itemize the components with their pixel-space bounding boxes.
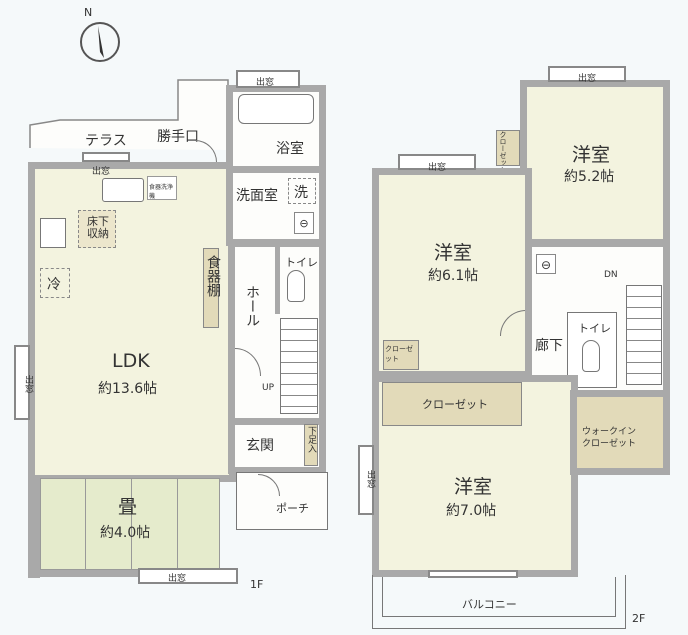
- stairs-down-label: DN: [604, 270, 618, 280]
- walk-in-closet-label: ウォークイン クローゼット: [582, 427, 637, 449]
- dishwasher: [147, 176, 177, 200]
- room-5-2-bay-window-label: 出窓: [578, 74, 597, 84]
- shoe-storage-label: 下足入: [306, 426, 316, 453]
- cupboard: [203, 248, 219, 328]
- washbasin-2f-icon: ⊖: [536, 254, 556, 274]
- toilet-1f-label: トイレ: [285, 256, 318, 269]
- underfloor-storage: [78, 210, 116, 248]
- toilet-1f: [275, 246, 321, 314]
- shoe-storage: [304, 424, 318, 466]
- closet-6-1: [383, 340, 419, 370]
- entrance-label: 玄関: [246, 438, 274, 454]
- room-5-2-bay-window: [548, 66, 626, 82]
- fridge-label: 冷: [47, 277, 61, 293]
- north-compass: [80, 22, 120, 62]
- stairs-up-label: UP: [262, 383, 275, 393]
- stairs-1f[interactable]: [280, 318, 318, 414]
- ldk-name: LDK: [112, 350, 150, 372]
- bath-label: 浴室: [276, 141, 304, 157]
- floor-1f-label: 1F: [250, 578, 264, 591]
- bath-bay-window: [236, 70, 300, 88]
- balcony: [372, 575, 626, 629]
- room-7-0-bay-window-label: 出窓: [365, 470, 375, 488]
- room-7-0-size: 約7.0帖: [446, 503, 497, 519]
- closet-6-1-label: クローゼット: [385, 345, 413, 363]
- room-6-1-size: 約6.1帖: [428, 268, 479, 284]
- small-closet: [496, 130, 520, 166]
- cupboard-label: 食器棚: [205, 255, 221, 297]
- washbasin-icon: ⊖: [294, 212, 314, 234]
- tatami-wall-bottom: [28, 570, 138, 577]
- tatami-name: 畳: [118, 496, 138, 518]
- kitchen-sink: [102, 178, 144, 202]
- balcony-label: バルコニー: [462, 598, 517, 611]
- tatami-size: 約4.0帖: [100, 525, 151, 541]
- room-5-2-name: 洋室: [572, 144, 611, 166]
- tatami-wall: [28, 478, 40, 578]
- small-closet-label: クローゼット: [499, 131, 507, 173]
- walk-in-closet: [570, 390, 670, 475]
- washroom-label: 洗面室: [236, 188, 278, 204]
- balcony-window[interactable]: [428, 570, 518, 578]
- room-7-0-name: 洋室: [454, 476, 493, 498]
- room-6-1-bay-window: [398, 154, 476, 170]
- toilet-1f-bowl-icon: [287, 270, 305, 302]
- bathtub: [238, 94, 314, 124]
- tatami-mat-divider: [131, 479, 132, 569]
- fridge: [40, 268, 70, 298]
- porch: [236, 472, 328, 530]
- north-label: N: [84, 6, 93, 19]
- washer-label: 洗: [294, 185, 308, 201]
- room-6-1-name: 洋室: [434, 242, 473, 264]
- back-door-label: 勝手口: [157, 129, 199, 145]
- washer-space: [288, 178, 316, 204]
- floor-2f-label: 2F: [632, 612, 646, 625]
- room-5-2-size: 約5.2帖: [564, 169, 615, 185]
- tatami-bay-window-label: 出窓: [168, 574, 187, 584]
- tatami-mat-divider: [85, 479, 86, 569]
- kitchen-bay-window-label: 出窓: [92, 167, 111, 177]
- closet-7-0-label: クローゼット: [422, 398, 488, 411]
- ldk-bay-window: [14, 345, 30, 420]
- tatami-mat-divider: [177, 479, 178, 569]
- stove: [40, 218, 66, 248]
- underfloor-storage-label: 床下収納: [87, 215, 109, 240]
- corridor-label: 廊下: [535, 338, 563, 354]
- hall-label: ホール: [244, 285, 260, 327]
- compass-needle-icon: [98, 26, 104, 58]
- kitchen-window: [82, 152, 130, 162]
- bath-bay-window-label: 出窓: [256, 78, 275, 88]
- tatami-room: [40, 478, 220, 570]
- tatami-bay-window: [138, 568, 238, 584]
- toilet-2f-label: トイレ: [578, 322, 611, 335]
- balcony-inner: [382, 577, 616, 617]
- dishwasher-label: 食器洗浄機: [149, 184, 174, 200]
- terrace-outline: [29, 79, 229, 150]
- terrace-label: テラス: [85, 133, 127, 149]
- stairs-2f[interactable]: [626, 285, 662, 385]
- room-7-0-bay-window: [358, 445, 374, 515]
- room-6-1-bay-window-label: 出窓: [428, 163, 447, 173]
- ldk-size: 約13.6帖: [98, 381, 158, 397]
- porch-label: ポーチ: [276, 502, 309, 515]
- closet-7-0: [382, 382, 522, 426]
- ldk-bay-window-label: 出窓: [23, 375, 33, 393]
- toilet-2f-bowl-icon: [582, 340, 600, 372]
